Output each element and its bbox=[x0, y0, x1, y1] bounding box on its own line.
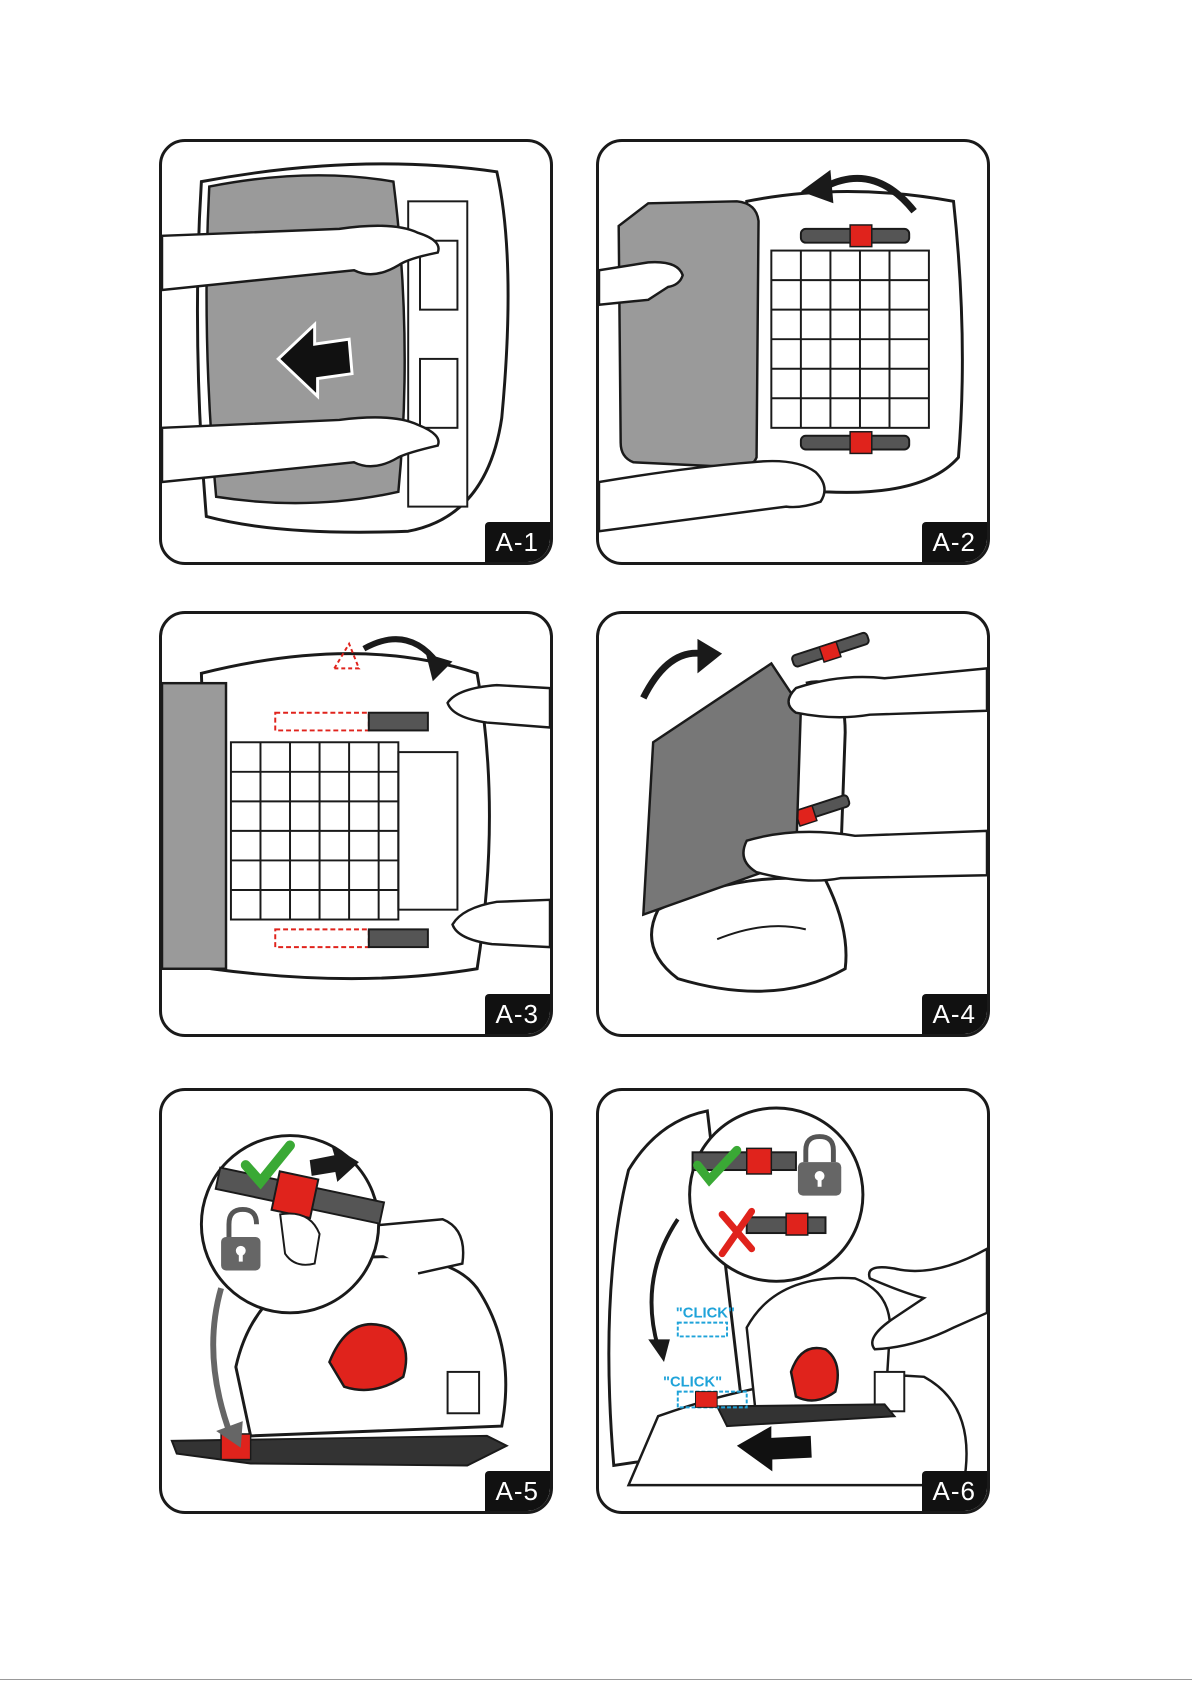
step-panel-a4: A-4 bbox=[596, 611, 990, 1037]
step-panel-a5: A-5 bbox=[159, 1088, 553, 1514]
step-label: A-5 bbox=[485, 1471, 550, 1511]
step-label: A-6 bbox=[922, 1471, 987, 1511]
step-panel-a3: A-3 bbox=[159, 611, 553, 1037]
illustration-a5 bbox=[162, 1091, 550, 1511]
illustration-a4 bbox=[599, 614, 987, 1034]
page-bottom-rule bbox=[0, 1679, 1192, 1680]
step-label: A-2 bbox=[922, 522, 987, 562]
illustration-a3 bbox=[162, 614, 550, 1034]
step-panel-a1: A-1 bbox=[159, 139, 553, 565]
curved-arrow-icon bbox=[643, 639, 722, 698]
click-text: "CLICK" bbox=[676, 1306, 735, 1322]
step-panel-a6: "CLICK" "CLICK" A-6 bbox=[596, 1088, 990, 1514]
illustration-a1 bbox=[162, 142, 550, 562]
step-label: A-1 bbox=[485, 522, 550, 562]
step-panel-a2: A-2 bbox=[596, 139, 990, 565]
illustration-a2 bbox=[599, 142, 987, 562]
illustration-a6: "CLICK" "CLICK" bbox=[599, 1091, 987, 1511]
step-label: A-4 bbox=[922, 994, 987, 1034]
step-label: A-3 bbox=[485, 994, 550, 1034]
click-text: "CLICK" bbox=[663, 1375, 722, 1391]
